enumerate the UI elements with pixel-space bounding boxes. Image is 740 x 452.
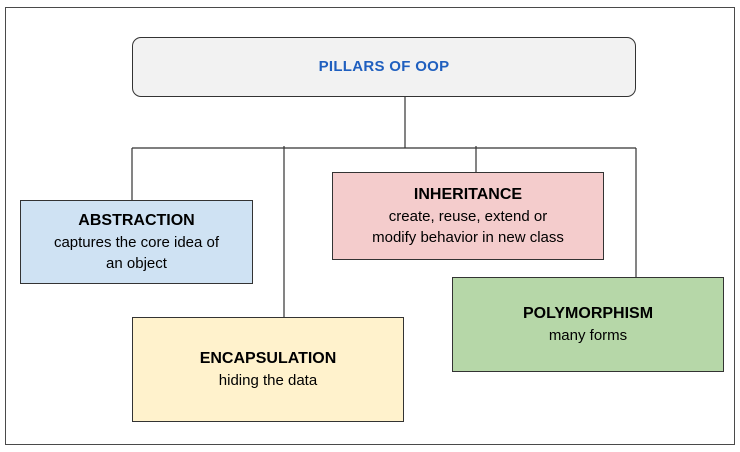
inheritance-title: INHERITANCE [413,186,523,203]
abstraction-title: ABSTRACTION [78,212,195,229]
encapsulation-desc-line-1: hiding the data [218,372,318,389]
inheritance-desc-line-2: modify behavior in new class [372,229,564,246]
polymorphism-title: POLYMORPHISM [522,305,654,322]
inheritance-node: INHERITANCE create, reuse, extend or mod… [332,172,604,260]
abstraction-node: ABSTRACTION captures the core idea of an… [20,200,253,284]
abstraction-desc-line-1: captures the core idea of [53,234,220,251]
root-title: PILLARS OF OOP [318,58,450,75]
inheritance-desc-line-1: create, reuse, extend or [388,208,548,225]
abstraction-desc-line-2: an object [106,255,167,272]
polymorphism-node: POLYMORPHISM many forms [452,277,724,372]
encapsulation-title: ENCAPSULATION [199,350,337,367]
polymorphism-desc-line-1: many forms [548,327,628,344]
root-node: PILLARS OF OOP [132,37,636,97]
encapsulation-node: ENCAPSULATION hiding the data [132,317,404,422]
